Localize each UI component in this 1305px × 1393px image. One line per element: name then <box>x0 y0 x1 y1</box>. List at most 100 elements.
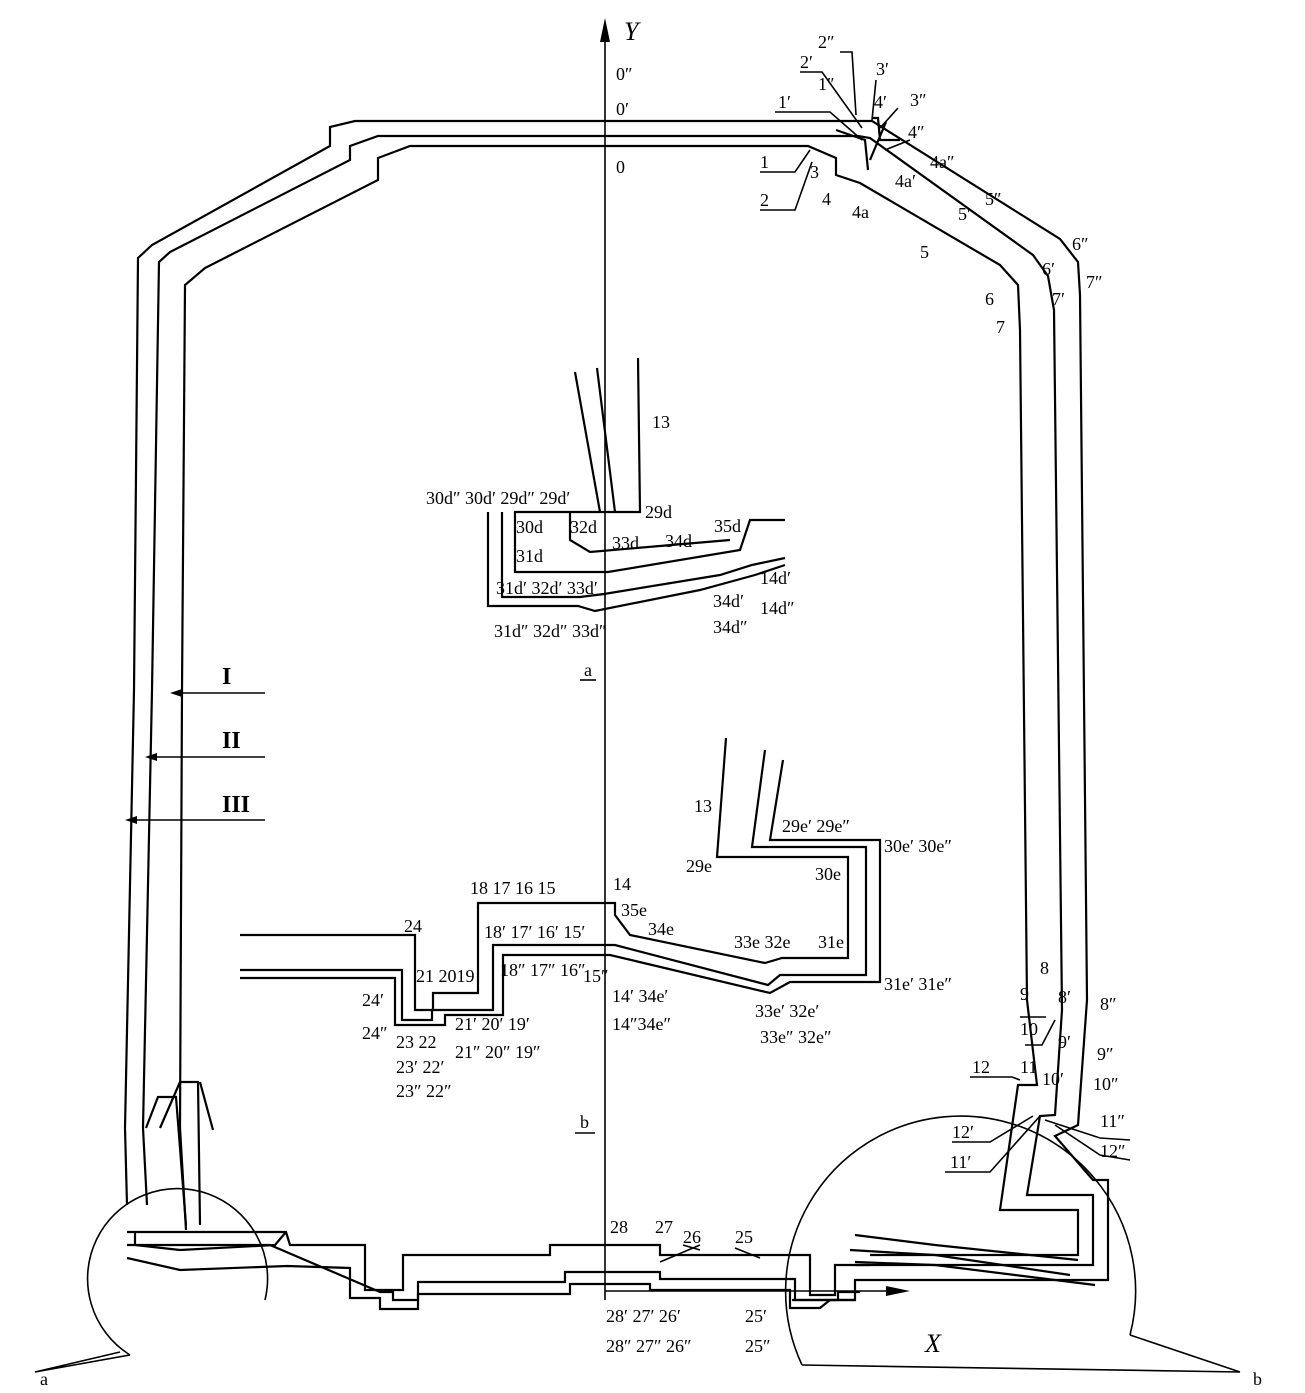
point-label: 14d″ <box>760 598 795 618</box>
point-label: 3″ <box>910 90 927 110</box>
point-label: 34e <box>648 919 674 939</box>
section-mark-mid-upper: a <box>584 660 592 680</box>
middle-contour <box>141 134 1095 1267</box>
label-leaders <box>659 51 1131 1263</box>
point-label: 21″ 20″ 19″ <box>455 1042 541 1062</box>
point-label: 34d″ <box>713 617 748 637</box>
point-label: 6 <box>985 289 994 309</box>
point-label: 4a′ <box>895 171 916 191</box>
point-label: 11′ <box>950 1152 971 1172</box>
point-label: 10′ <box>1042 1069 1064 1089</box>
point-label: 28″ 27″ 26″ <box>606 1336 692 1356</box>
point-label: 7′ <box>1052 289 1065 309</box>
right-detail-circle <box>784 1115 1137 1366</box>
point-label: 31d <box>516 546 543 566</box>
point-label: 32d <box>570 517 597 537</box>
y-axis <box>600 18 610 1300</box>
section-mark-left: a <box>40 1369 48 1389</box>
top-step <box>835 116 900 171</box>
point-label: 1″ <box>818 74 835 94</box>
point-label: 30e′ 30e″ <box>884 836 952 856</box>
section-d-middle <box>500 512 786 599</box>
section-e-inner <box>240 737 850 1012</box>
point-label: 15″ <box>583 966 609 986</box>
section-mark-right: b <box>1253 1369 1262 1389</box>
point-label: 12″ <box>1100 1141 1126 1161</box>
layer-label-3: III <box>222 792 250 818</box>
point-label: 24″ <box>362 1023 388 1043</box>
x-axis-label: X <box>924 1329 942 1358</box>
point-label: 33e′ 32e′ <box>755 1001 819 1021</box>
point-label: 13 <box>694 796 712 816</box>
point-label: 9 <box>1020 984 1029 1004</box>
section-e-middle <box>240 749 868 1022</box>
section-d-outer <box>486 512 786 613</box>
point-label: 29d <box>645 502 672 522</box>
point-label: 33e″ 32e″ <box>760 1027 831 1047</box>
point-label: 7″ <box>1086 272 1103 292</box>
point-label: 2′ <box>800 52 813 72</box>
point-label: 10″ <box>1093 1074 1119 1094</box>
point-label: 1′ <box>778 92 791 112</box>
point-label: 26 <box>683 1227 701 1247</box>
point-label: 5′ <box>958 204 971 224</box>
point-label: 31d′ 32d′ 33d′ <box>496 578 598 598</box>
floor-inner <box>127 1230 870 1297</box>
left-pillar <box>144 1080 215 1226</box>
point-label: 28 <box>610 1217 628 1237</box>
point-label: 10 <box>1020 1019 1038 1039</box>
point-label: 24 <box>404 916 422 936</box>
point-label: 11″ <box>1100 1111 1125 1131</box>
point-label: 8′ <box>1058 987 1071 1007</box>
point-label: 25″ <box>745 1336 771 1356</box>
point-label: 9″ <box>1097 1044 1114 1064</box>
point-label: 14′ 34e′ <box>612 986 668 1006</box>
point-label: 4″ <box>908 122 925 142</box>
point-label: 30e <box>815 864 841 884</box>
point-label: 4a″ <box>930 152 955 172</box>
point-label: 35e <box>621 900 647 920</box>
point-label: 5″ <box>985 189 1002 209</box>
point-label: 1 <box>760 152 769 172</box>
inner-contour <box>178 144 1080 1257</box>
point-label: 23 22 <box>396 1032 437 1052</box>
point-label: 4′ <box>874 92 887 112</box>
point-label: 6″ <box>1072 234 1089 254</box>
point-label: 6′ <box>1042 259 1055 279</box>
point-label: 30d″ 30d′ 29d″ 29d′ <box>426 488 570 508</box>
layer-pointers <box>125 689 265 824</box>
point-labels: 0″ 0′ 0 1 2 1′ 2′ 1″ 2″ 3 3′ 3″ 4 4′ 4″ … <box>362 32 1126 1356</box>
point-label: 29e <box>686 856 712 876</box>
point-label: 21 2019 <box>416 966 475 986</box>
point-label: 31d″ 32d″ 33d″ <box>494 621 607 641</box>
point-label: 0 <box>616 157 625 177</box>
point-label: 5 <box>920 242 929 262</box>
point-label: 25′ <box>745 1306 767 1326</box>
point-label: 33d <box>612 533 639 553</box>
right-base-pointer <box>801 1334 1241 1373</box>
point-label: 0″ <box>616 64 633 84</box>
point-label: 21′ 20′ 19′ <box>455 1014 530 1034</box>
section-mark-mid-lower: b <box>580 1112 589 1132</box>
point-label: 18 17 16 15 <box>470 878 556 898</box>
floor-right <box>849 1233 1096 1287</box>
point-label: 14″34e″ <box>612 1014 671 1034</box>
floor-middle <box>127 1243 860 1302</box>
left-detail-circle <box>86 1187 269 1356</box>
left-base-pointer <box>34 1351 131 1373</box>
point-label: 3′ <box>876 59 889 79</box>
point-label: 4a <box>852 202 869 222</box>
floor-outer <box>126 1231 855 1311</box>
point-label: 4 <box>822 189 831 209</box>
point-label: 31e′ 31e″ <box>884 974 952 994</box>
point-label: 29e′ 29e″ <box>782 816 850 836</box>
point-label: 14d′ <box>760 568 791 588</box>
section-d-inner <box>513 357 785 574</box>
point-label: 33e 32e <box>734 932 790 952</box>
point-label: 24′ <box>362 990 384 1010</box>
point-label: 18″ 17″ 16″ <box>500 960 586 980</box>
layer-label-2: II <box>222 728 241 754</box>
point-label: 35d <box>714 516 741 536</box>
point-label: 2″ <box>818 32 835 52</box>
